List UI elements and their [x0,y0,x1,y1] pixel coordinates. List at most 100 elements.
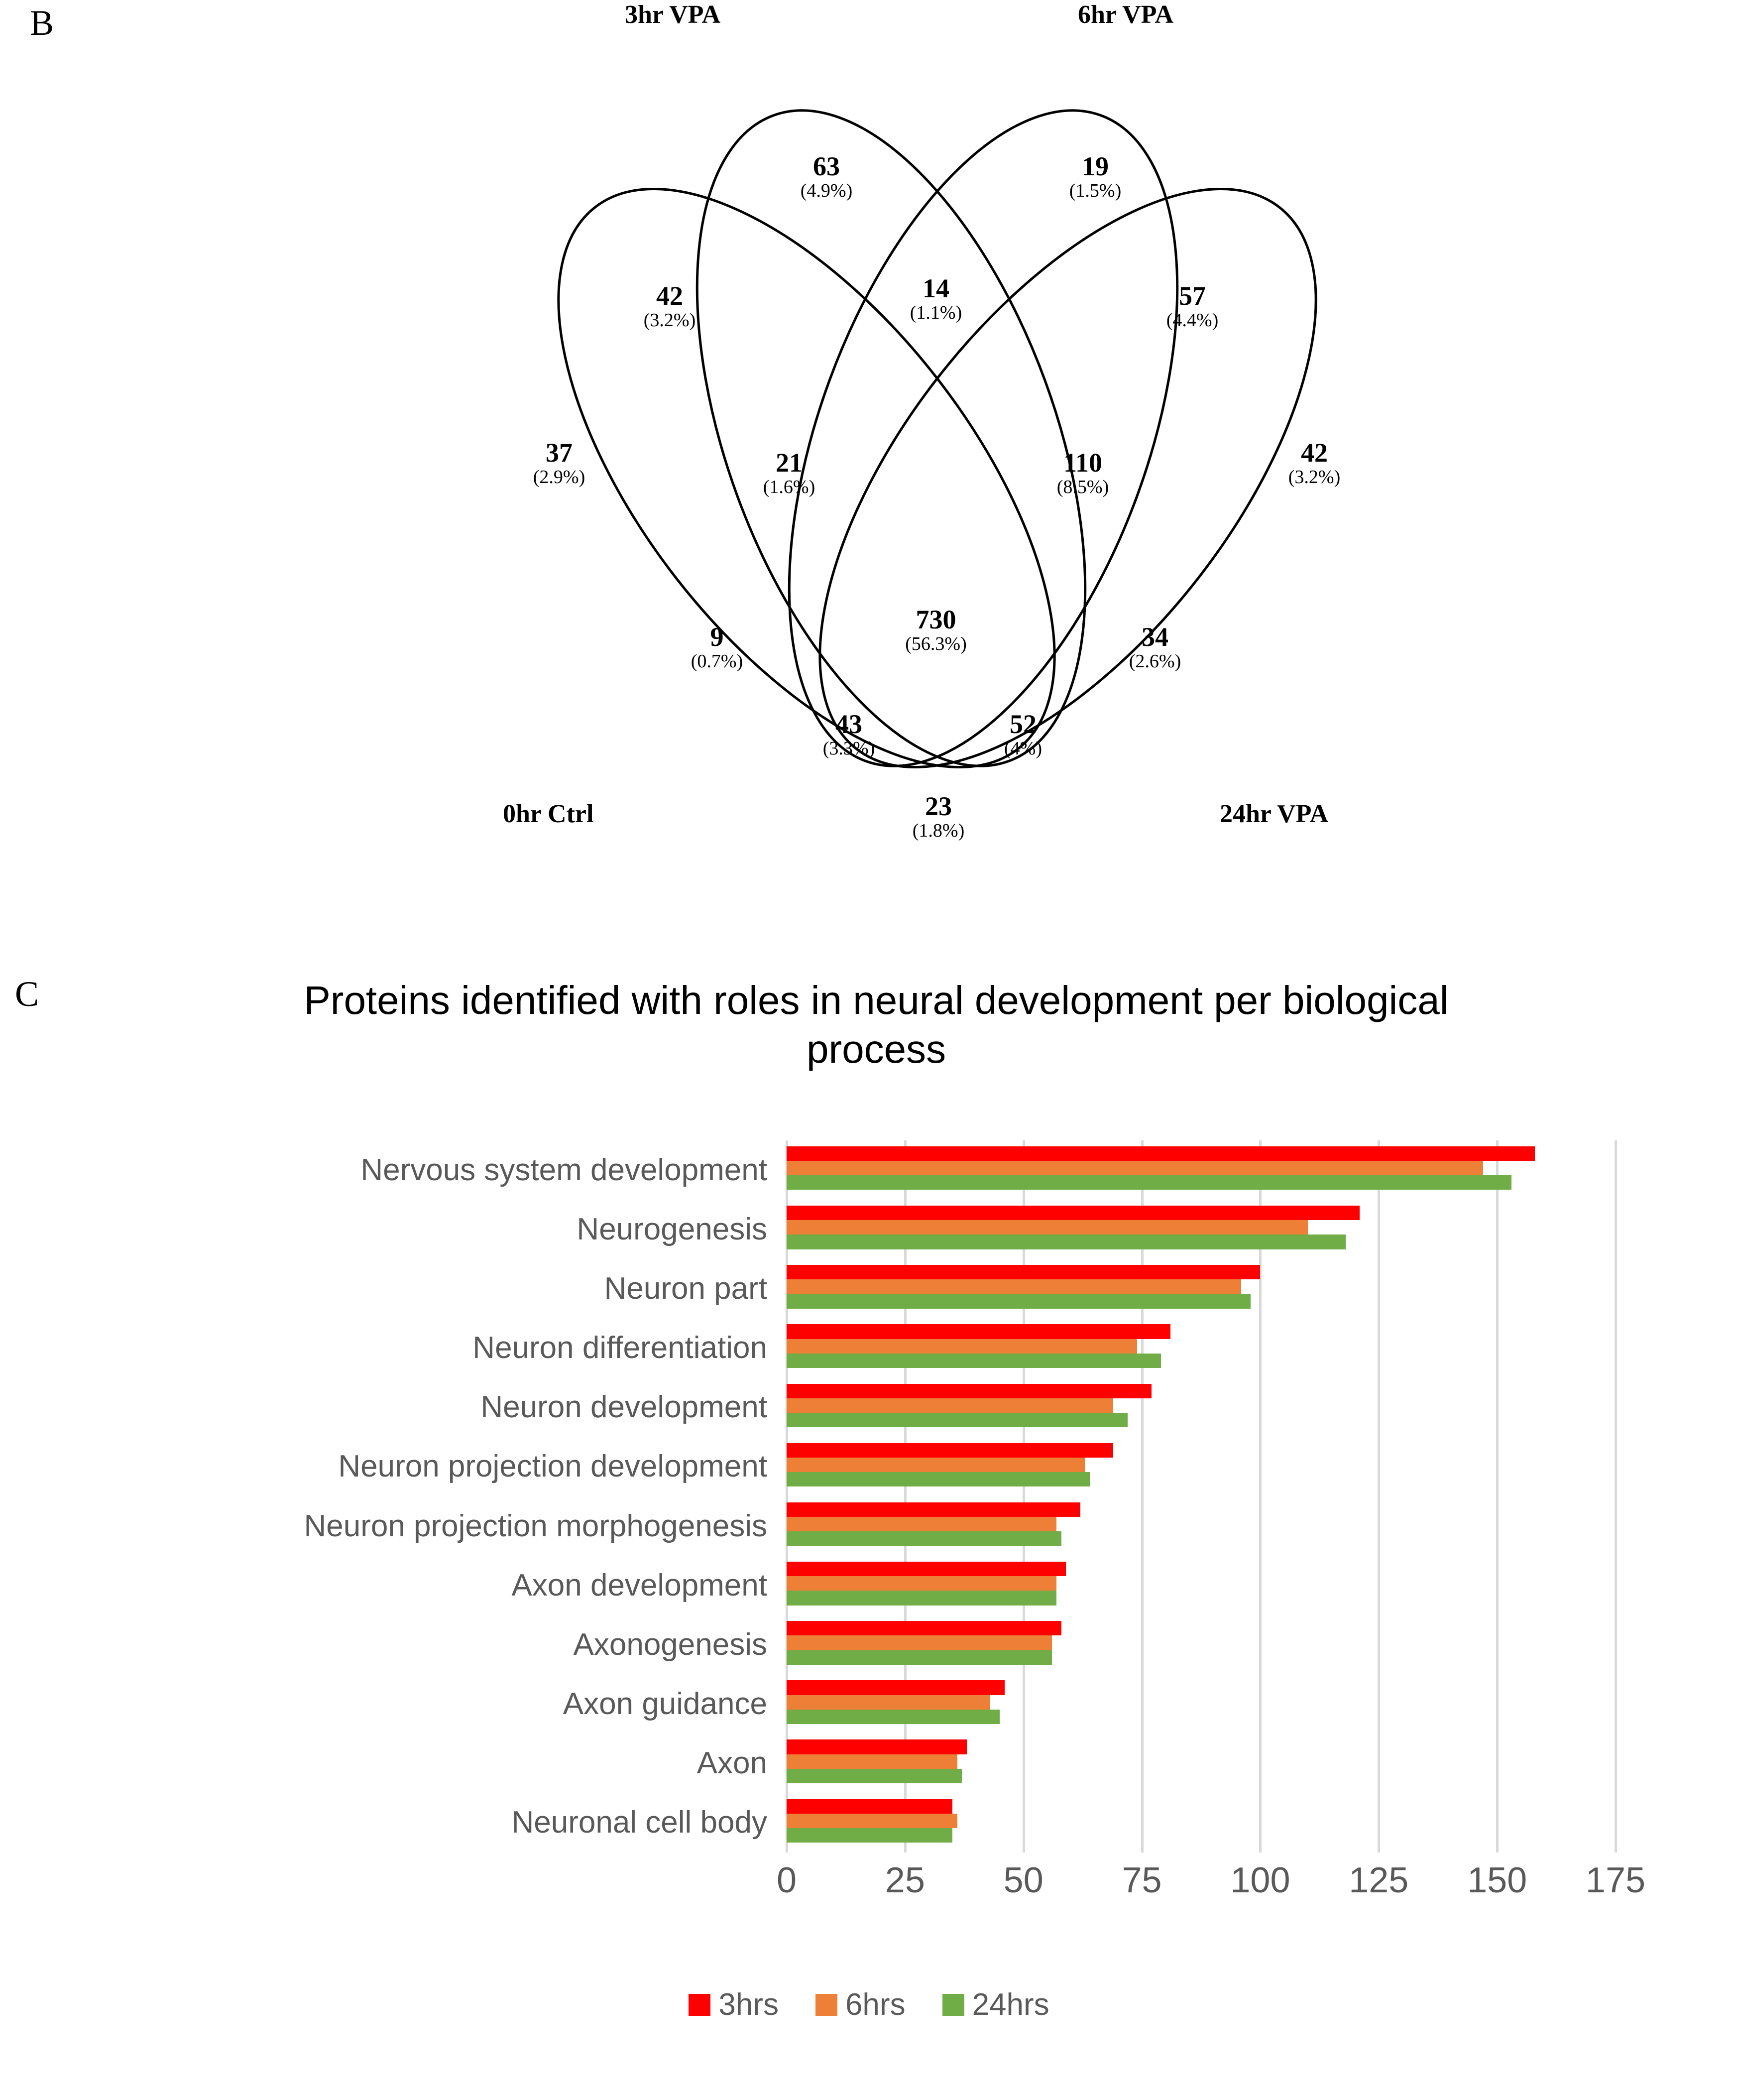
bar-3hrs [787,1621,1061,1636]
venn-region-3hr-6hr-24hr: 110(8.5%) [1057,449,1109,497]
venn-region-0hr-24hr-lower-left: 43(3.3%) [823,710,875,759]
x-tick-label: 175 [1585,1860,1646,1900]
venn-region-3hr-only: 63(4.9%) [801,152,852,201]
legend-item-6hrs: 6hrs [815,1989,906,2020]
gridline [1615,1140,1617,1853]
venn-region-count: 63 [813,151,840,181]
panel-c-bar-chart: C Proteins identified with roles in neur… [0,946,1738,2100]
bar-group [787,1674,1616,1733]
bar-group [787,1556,1616,1615]
bar-6hrs [787,1161,1483,1176]
category-label: Neuron part [604,1271,767,1306]
bar-3hrs [787,1383,1152,1398]
gridline [904,1140,907,1853]
bar-6hrs [787,1695,991,1710]
venn-region-0hr-only: 37(2.9%) [533,439,585,488]
venn-region-count: 9 [710,621,724,652]
bar-group [787,1615,1616,1674]
venn-region-3hr-6hr: 14(1.1%) [910,274,962,323]
gridline [1141,1140,1144,1853]
category-label: Neuronal cell body [511,1805,767,1840]
bar-24hrs [787,1235,1346,1249]
venn-region-24hr-only: 42(3.2%) [1288,439,1340,488]
bar-6hrs [787,1576,1057,1591]
category-row: Neurogenesis [149,1200,779,1259]
category-row: Axon [149,1734,779,1793]
bar-6hrs [787,1457,1085,1473]
venn-region-count: 21 [776,447,803,478]
category-row: Neuron part [149,1259,779,1318]
x-tick-label: 150 [1467,1860,1527,1900]
category-label: Neuron projection development [338,1449,767,1484]
bar-3hrs [787,1502,1080,1517]
gridline [1022,1140,1025,1853]
venn-ellipse-3hr-vpa [695,109,1087,767]
venn-region-percent: (1.6%) [763,476,815,497]
legend-label: 24hrs [972,1987,1049,2022]
venn-set-label-24hr-vpa: 24hr VPA [1220,800,1329,828]
venn-region-count: 19 [1082,151,1109,181]
legend-swatch [942,1994,964,2016]
venn-region-count: 42 [656,280,683,311]
venn-region-0hr-24hr-bottom: 23(1.8%) [913,792,964,841]
venn-region-count: 52 [1010,709,1037,739]
venn-ellipse-0hr-ctrl [557,188,1056,768]
bar-group [787,1496,1616,1556]
category-label: Neuron differentiation [472,1331,767,1365]
category-label: Axon [696,1746,767,1781]
venn-region-6hr-only: 19(1.5%) [1069,152,1121,201]
bar-3hrs [787,1562,1066,1577]
venn-region-0hr-3hr: 42(3.2%) [644,282,695,331]
category-row: Axon development [149,1556,779,1615]
panel-b-letter: B [30,3,54,43]
panel-b-venn-diagram: B 3hr VPA 6hr VPA 0hr Ctrl 24hr VPA 63(4… [0,0,1738,876]
venn-region-count: 34 [1142,621,1168,652]
bar-group [787,1793,1616,1853]
category-row: Neuron projection morphogenesis [149,1496,779,1556]
category-label: Neuron projection morphogenesis [304,1508,767,1543]
venn-region-count: 23 [925,791,952,821]
bar-3hrs [787,1680,1005,1695]
venn-region-percent: (1.5%) [1069,180,1122,201]
bar-3hrs [787,1265,1261,1280]
category-row: Axon guidance [149,1674,779,1733]
venn-region-count: 37 [546,437,573,468]
category-row: Neuron differentiation [149,1318,779,1377]
bar-24hrs [787,1768,962,1784]
gridline [1259,1140,1262,1853]
category-label: Axon development [511,1568,767,1603]
legend-label: 3hrs [718,1987,779,2022]
venn-region-percent: (1.8%) [912,820,965,841]
venn-ellipse-6hr-vpa [788,109,1179,767]
category-label: Axon guidance [563,1686,767,1721]
bar-3hrs [787,1146,1535,1161]
bar-group [787,1140,1616,1200]
venn-region-0hr-3hr-6hr: 21(1.6%) [763,449,815,497]
legend-label: 6hrs [845,1987,906,2022]
bar-6hrs [787,1517,1057,1532]
gridline [1378,1140,1381,1853]
category-label: Axonogenesis [573,1627,768,1662]
bar-24hrs [787,1591,1057,1606]
venn-region-percent: (56.3%) [905,633,967,654]
venn-region-percent: (4%) [1004,738,1042,759]
bars-layer [787,1140,1616,1853]
venn-region-percent: (3.2%) [1288,466,1341,488]
legend-item-24hrs: 24hrs [942,1989,1049,2020]
bar-6hrs [787,1398,1114,1413]
gridline [1496,1140,1499,1853]
bar-3hrs [787,1739,967,1754]
venn-region-count: 730 [916,604,956,634]
bar-3hrs [787,1324,1170,1339]
bar-24hrs [787,1412,1128,1428]
bar-6hrs [787,1279,1242,1294]
legend-swatch [689,1994,711,2016]
venn-ellipse-24hr-vpa [818,188,1317,768]
category-row: Neuron projection development [149,1437,779,1496]
venn-ellipses [557,109,1317,768]
category-row: Neuron development [149,1378,779,1437]
bar-group [787,1200,1616,1259]
